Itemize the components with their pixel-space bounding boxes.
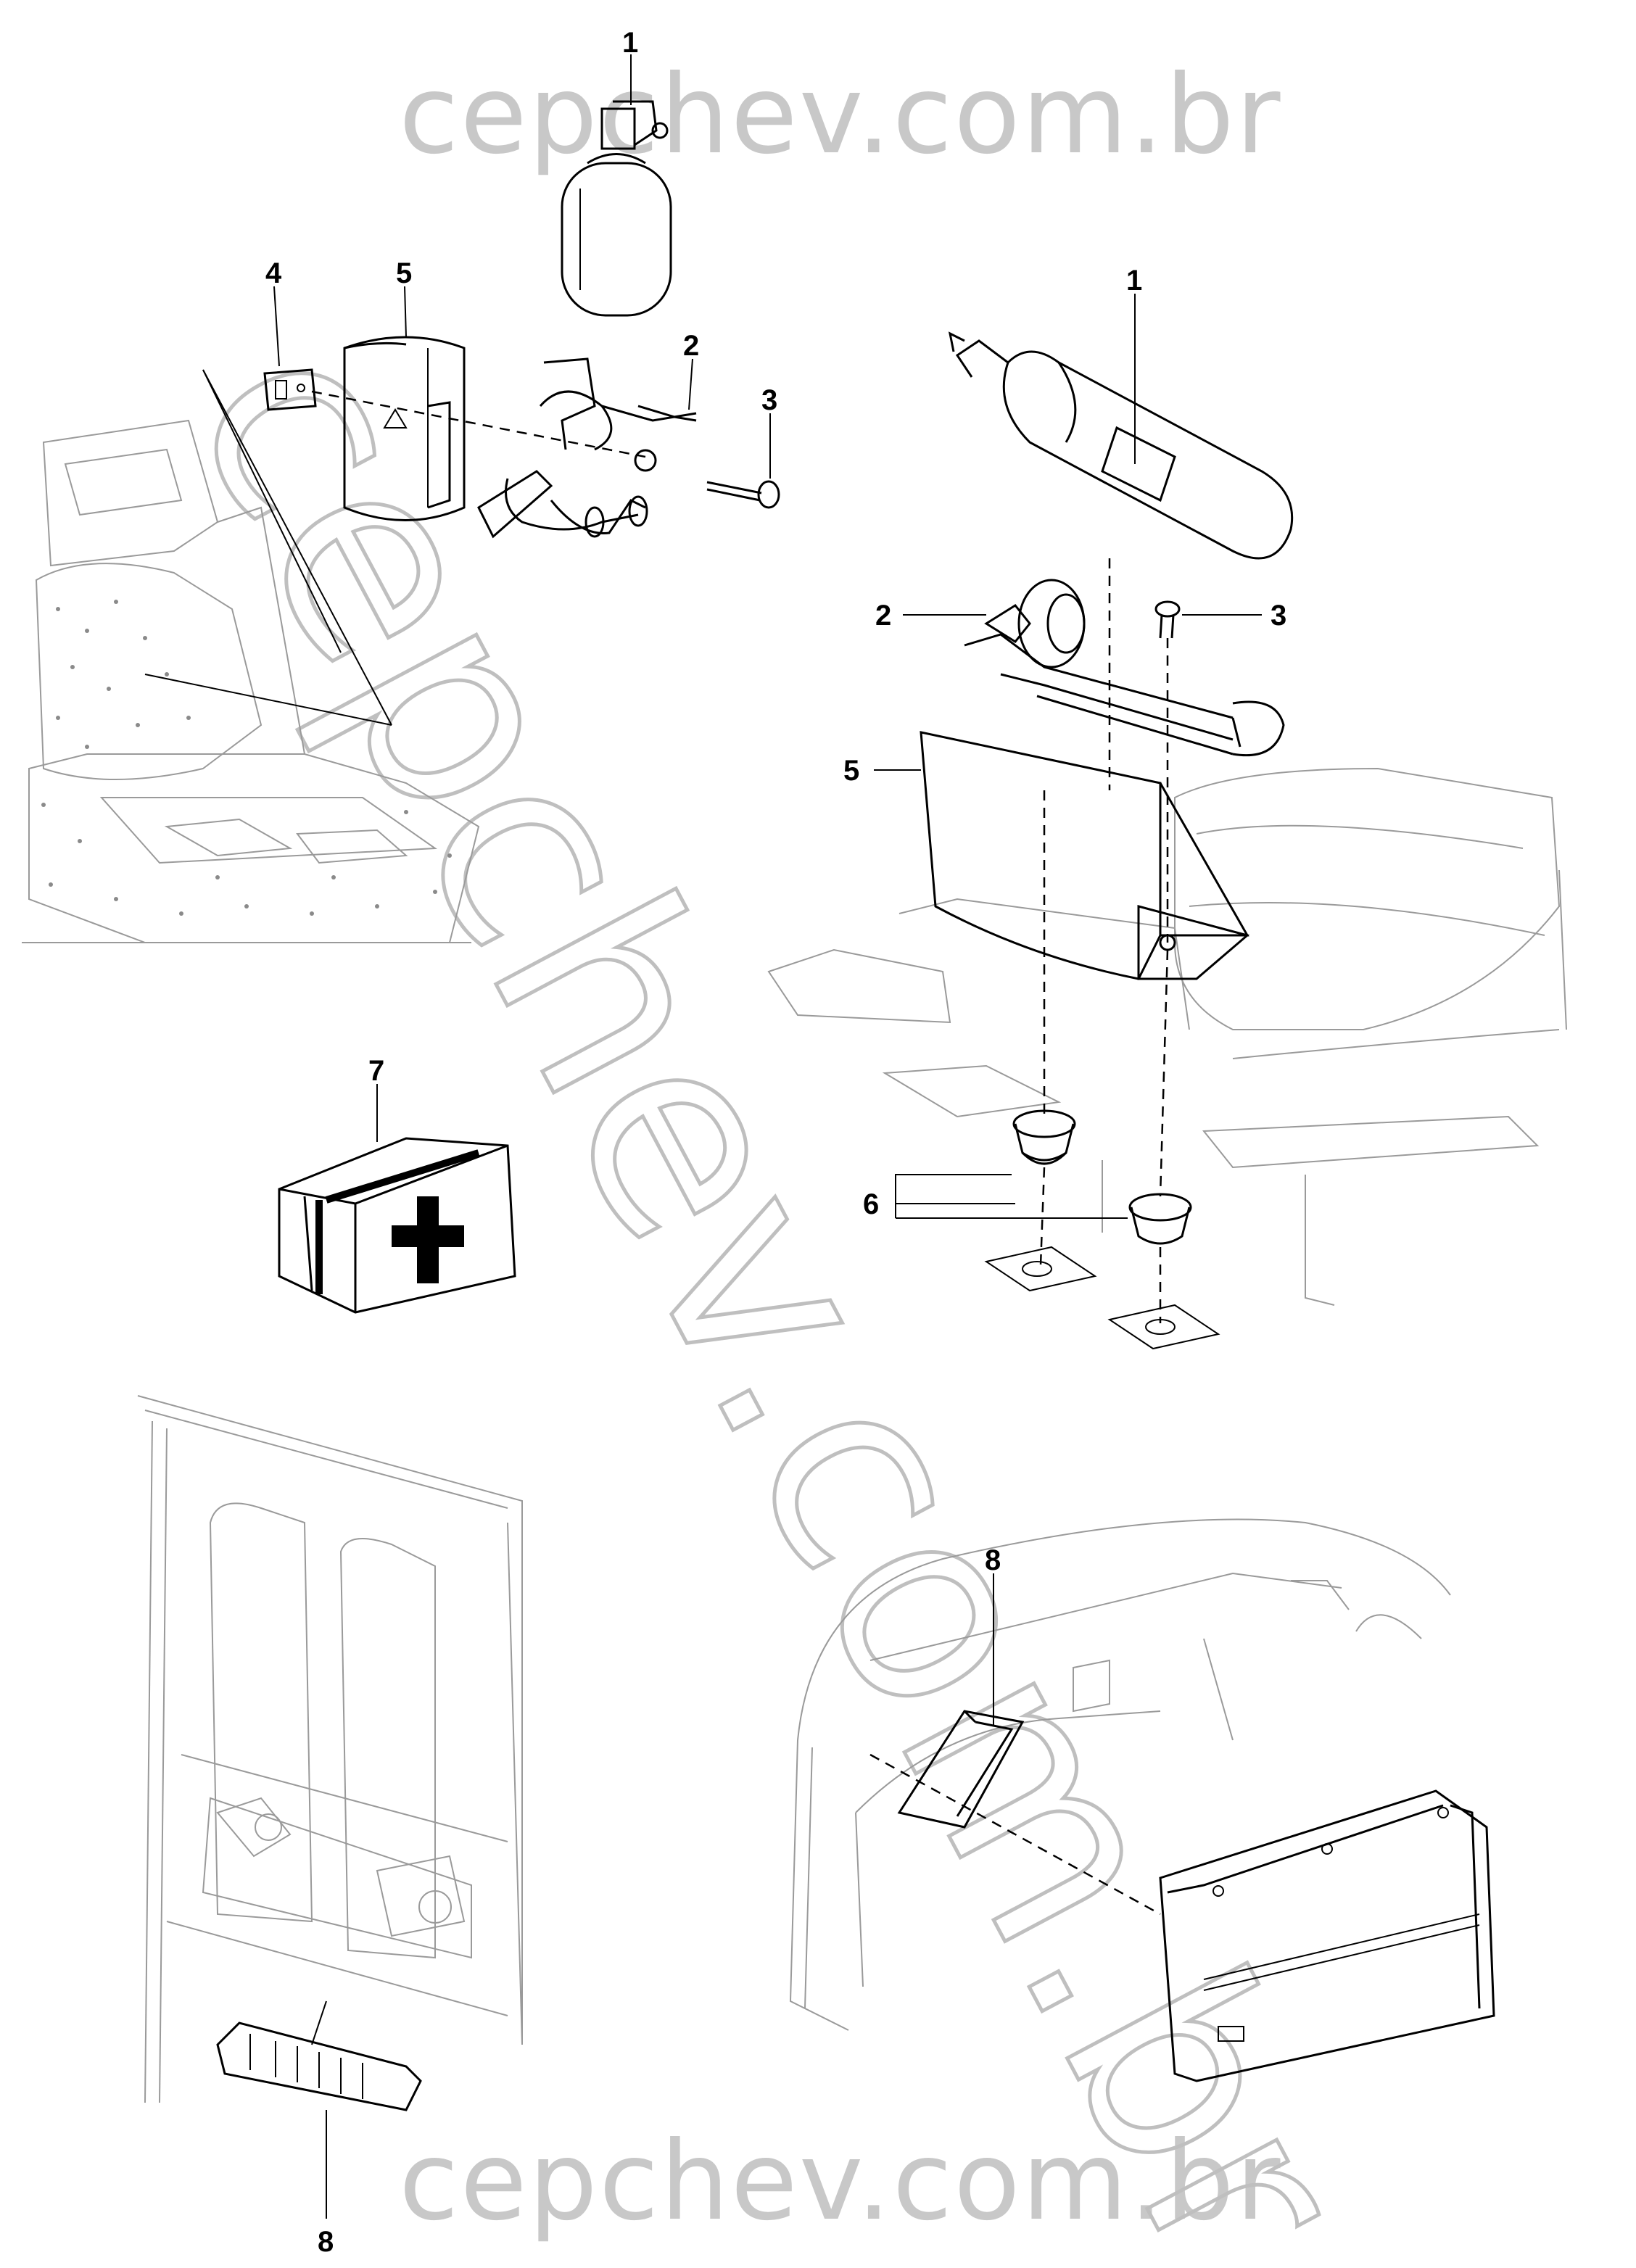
jack-tool-holder xyxy=(216,2021,422,2111)
callout-7: 7 xyxy=(368,1055,384,1087)
callout-3-top-right: 3 xyxy=(1271,600,1286,632)
fire-extinguisher-horizontal xyxy=(948,331,1294,560)
mounting-screw-top-right xyxy=(1154,600,1181,639)
watermark-top: cepchev.com.br xyxy=(399,52,1282,178)
callout-5-top-left: 5 xyxy=(396,257,412,289)
floor-holes xyxy=(984,1246,1220,1350)
callout-8-bottom-right: 8 xyxy=(985,1544,1001,1576)
mount-bracket xyxy=(964,579,1285,757)
rear-panel-background xyxy=(137,1395,523,2103)
callout-2-top-right: 2 xyxy=(875,600,891,632)
assembly-bottom-right: 8 xyxy=(789,1518,1495,2082)
callout-8-bottom-left: 8 xyxy=(318,2226,334,2258)
leader-to-floor xyxy=(202,369,392,726)
grommet-right xyxy=(1128,1193,1192,1245)
trunk-side-panel xyxy=(1159,1789,1495,2082)
callout-6-top-right: 6 xyxy=(863,1188,879,1220)
callout-5-top-right: 5 xyxy=(843,755,859,787)
trunk-background xyxy=(789,1518,1451,2031)
watermark-bottom: cepchev.com.br xyxy=(399,2119,1282,2245)
extinguisher-bracket xyxy=(477,357,697,539)
grommet-left xyxy=(1012,1109,1076,1165)
mounting-screw-top-left xyxy=(706,480,780,509)
mount-tray xyxy=(920,731,1250,980)
medical-cross-icon xyxy=(392,1196,464,1283)
callout-1-top-left: 1 xyxy=(622,27,638,59)
trunk-storage-tray xyxy=(897,1710,1025,1829)
assembly-bottom-left: 8 xyxy=(137,1395,523,2258)
callout-3-top-left: 3 xyxy=(761,384,777,416)
callout-2-top-left: 2 xyxy=(683,330,699,362)
fire-extinguisher-vertical xyxy=(561,100,672,317)
retaining-clip xyxy=(263,368,317,411)
assembly-top-left: 1 4 5 2 3 xyxy=(22,27,780,943)
callout-4-top-left: 4 xyxy=(265,257,282,289)
vehicle-floor-background xyxy=(22,419,480,943)
callout-1-top-right: 1 xyxy=(1126,265,1142,297)
first-aid-kit: 7 xyxy=(278,1055,516,1314)
assembly-top-right: 1 2 3 5 6 xyxy=(767,265,1567,1350)
watermark-diagonal: cepchev.com.br xyxy=(132,289,1408,2268)
extinguisher-cover xyxy=(343,336,466,521)
